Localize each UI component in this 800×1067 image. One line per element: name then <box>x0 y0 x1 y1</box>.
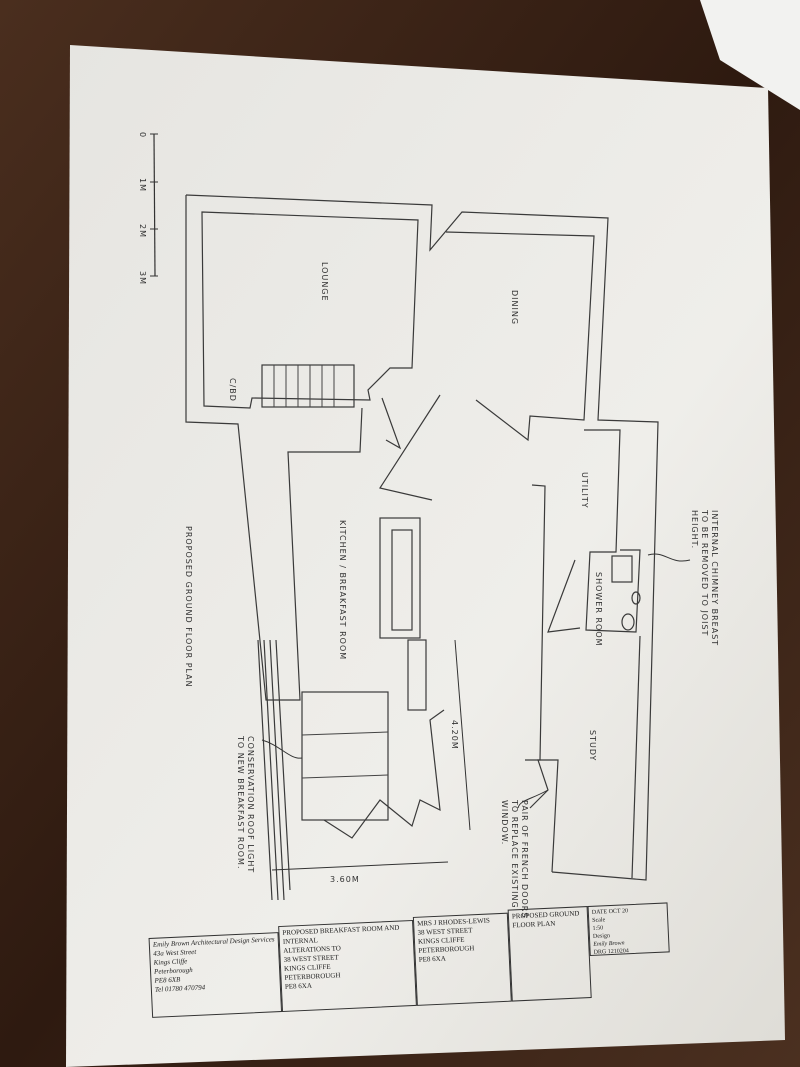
shower-tray <box>611 555 633 583</box>
note-french-doors: PAIR OF FRENCH DOORS TO REPLACE EXISTING… <box>500 799 529 918</box>
project-cell: PROPOSED BREAKFAST ROOM AND INTERNAL ALT… <box>278 919 417 1013</box>
svg-text:TO BE REMOVED TO JOIST: TO BE REMOVED TO JOIST <box>700 509 709 636</box>
toilet <box>621 613 635 631</box>
scale-tick-3: 3M <box>138 271 147 285</box>
designer-cell: Emily Brown Architectural Design Service… <box>148 932 283 1018</box>
basin <box>631 591 641 605</box>
room-label-utility: UTILITY <box>580 472 589 509</box>
svg-text:TO NEW BREAKFAST ROOM.: TO NEW BREAKFAST ROOM. <box>236 735 245 869</box>
note-chimney: INTERNAL CHIMNEY BREAST TO BE REMOVED TO… <box>690 509 719 646</box>
kitchen-units <box>379 517 421 639</box>
scale-bar: 0 1M 2M 3M <box>138 132 158 285</box>
svg-text:TO REPLACE EXISTING: TO REPLACE EXISTING <box>510 799 519 909</box>
room-label-cupboard: C/BD <box>228 378 237 402</box>
bifold-doors <box>323 709 445 839</box>
dimension-line-depth <box>454 639 471 831</box>
dimension-depth: 4.20M <box>450 720 459 750</box>
dimension-line-width <box>271 861 449 871</box>
room-label-kitchen: KITCHEN / BREAKFAST ROOM <box>338 520 347 660</box>
floor-plan <box>185 194 691 901</box>
room-label-shower: SHOWER ROOM <box>594 572 603 647</box>
note-roof-light: CONSERVATION ROOF LIGHT TO NEW BREAKFAST… <box>236 735 255 873</box>
scale-tick-0: 0 <box>138 132 147 138</box>
drawing-cell: PROPOSED GROUND FLOOR PLAN <box>507 906 592 1002</box>
svg-text:CONSERVATION ROOF LIGHT: CONSERVATION ROOF LIGHT <box>246 736 255 873</box>
room-label-lounge: LOUNGE <box>320 262 329 302</box>
client-cell: MRS J RHODES-LEWIS 38 WEST STREET KINGS … <box>412 912 512 1006</box>
svg-text:INTERNAL CHIMNEY BREAST: INTERNAL CHIMNEY BREAST <box>710 510 719 646</box>
paper-sheet <box>66 45 785 1067</box>
scale-tick-1: 1M <box>138 178 147 192</box>
svg-text:PAIR OF FRENCH DOORS: PAIR OF FRENCH DOORS <box>520 800 529 918</box>
paper-stack-corner <box>700 0 800 110</box>
roof-light <box>301 691 389 821</box>
svg-text:HEIGHT.: HEIGHT. <box>690 510 699 549</box>
staircase <box>261 364 355 408</box>
svg-text:WINDOW.: WINDOW. <box>500 800 509 845</box>
glazed-wall <box>257 639 291 901</box>
drawing-title: PROPOSED GROUND FLOOR PLAN <box>511 909 580 930</box>
room-label-study: STUDY <box>588 730 597 761</box>
room-label-dining: DINING <box>510 290 519 325</box>
scale-tick-2: 2M <box>138 224 147 238</box>
info-cell: DATE OCT 20 Scale 1:50 Design Emily Brow… <box>587 902 670 956</box>
plan-title: PROPOSED GROUND FLOOR PLAN <box>184 526 193 688</box>
dimension-width: 3.60M <box>330 875 360 884</box>
